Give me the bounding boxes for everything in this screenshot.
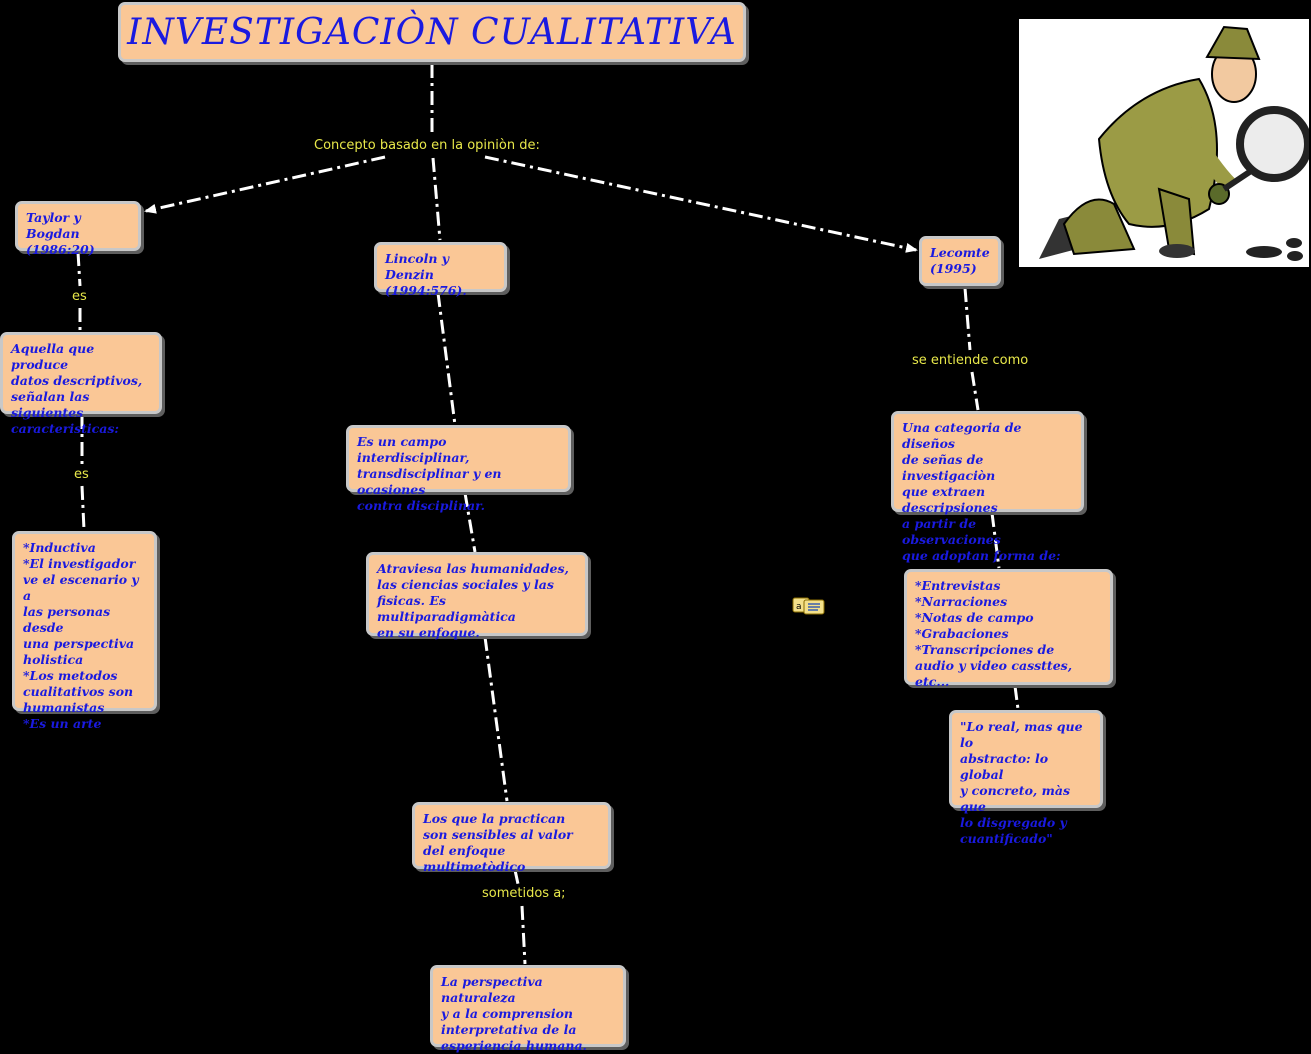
node-perspectiva[interactable]: La perspectiva naturaleza y a la compren…	[430, 965, 626, 1053]
node-lincoln-denzin[interactable]: Lincoln y Denzin (1994:576).	[374, 242, 507, 298]
link-sometidos-perspectiva	[520, 905, 527, 965]
node-campo[interactable]: Es un campo interdisciplinar, transdisci…	[346, 425, 571, 513]
node-lecomte[interactable]: Lecomte (1995)	[919, 236, 1001, 286]
attachment-icon[interactable]: a	[792, 594, 826, 616]
label-se-entiende: se entiende como	[910, 353, 1031, 368]
node-categoria[interactable]: Una categoria de diseños de señas de inv…	[891, 411, 1084, 563]
link-concepto-lincoln	[431, 157, 442, 241]
node-aquella[interactable]: Aquella que produce datos descriptivos, …	[0, 332, 162, 436]
detective-image	[1019, 19, 1309, 267]
label-es-2: es	[72, 467, 91, 482]
svg-text:a: a	[796, 602, 802, 612]
link-concepto-lecomte	[484, 155, 918, 253]
link-lecomte-seentiende	[963, 287, 972, 351]
node-atraviesa[interactable]: Atraviesa las humanidades, las ciencias …	[366, 552, 588, 640]
link-concepto-taylor	[144, 155, 386, 214]
link-seentiende-categoria	[970, 371, 980, 411]
link-lincoln-campo	[436, 292, 457, 426]
node-entrevistas[interactable]: *Entrevistas *Narraciones *Notas de camp…	[904, 569, 1113, 689]
link-taylor-es	[76, 251, 82, 287]
label-concepto: Concepto basado en la opiniòn de:	[312, 138, 542, 153]
node-caracteristicas[interactable]: *Inductiva *El investigador ve el escena…	[12, 531, 157, 731]
node-taylor-bogdan[interactable]: Taylor y Bogdan (1986:20)	[15, 201, 141, 257]
node-practican[interactable]: Los que la practican son sensibles al va…	[412, 802, 611, 874]
label-es-1: es	[70, 289, 89, 304]
main-title: INVESTIGACIÒN CUALITATIVA	[118, 2, 746, 62]
link-es-caracteristicas	[80, 485, 86, 531]
link-categoria-entrevistas	[990, 512, 1001, 569]
link-campo-atraviesa	[463, 492, 477, 553]
link-atraviesa-practican	[483, 636, 509, 802]
node-real[interactable]: "Lo real, mas que lo abstracto: lo globa…	[949, 710, 1103, 846]
link-practican-sometidos	[513, 869, 520, 885]
link-entrevistas-real	[1013, 685, 1020, 710]
label-sometidos: sometidos a;	[480, 886, 568, 901]
